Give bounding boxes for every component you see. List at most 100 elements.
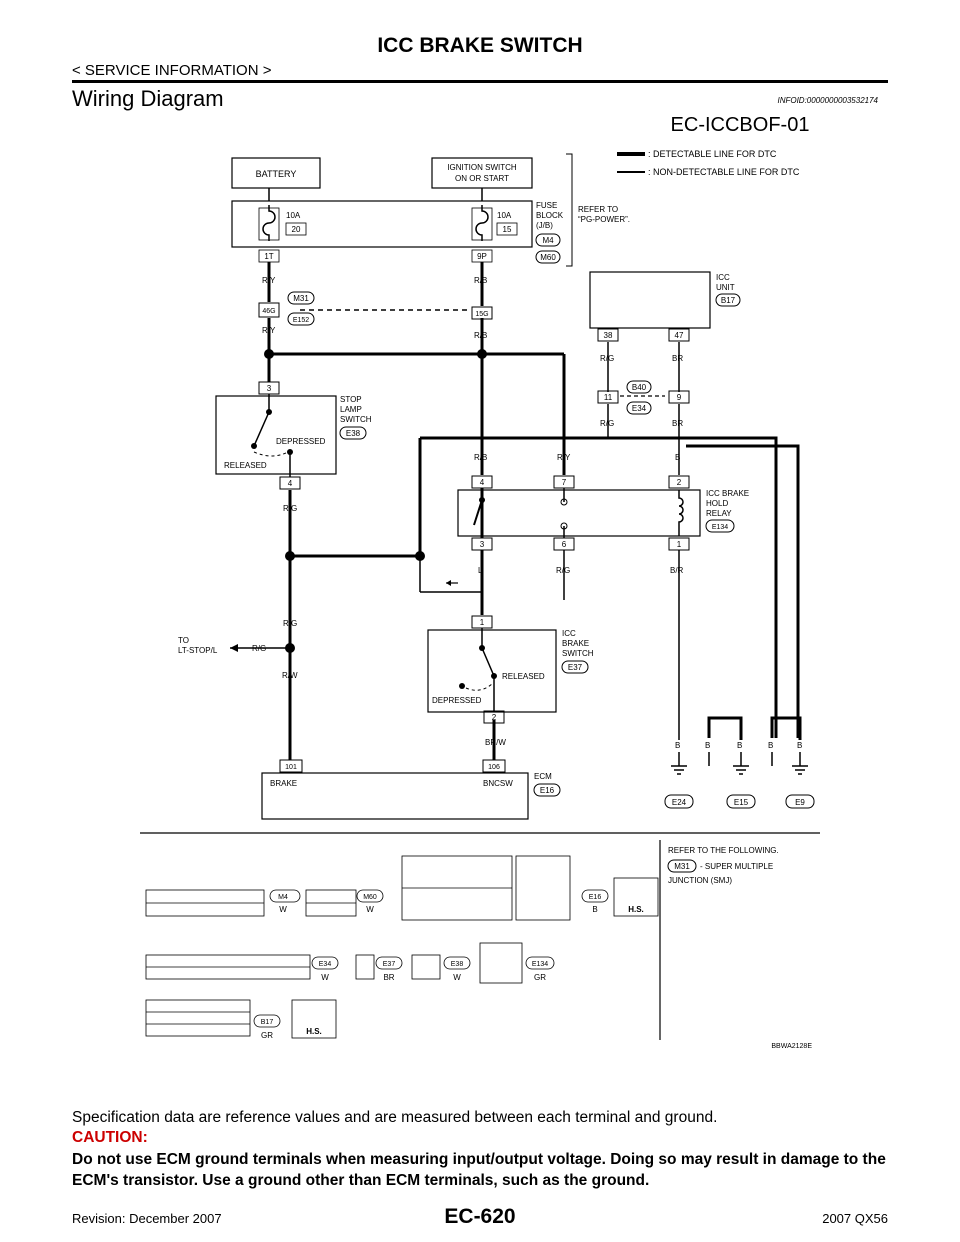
legend-non-detectable: : NON-DETECTABLE LINE FOR DTC — [648, 167, 800, 177]
fuse-1-number: 20 — [292, 225, 301, 234]
battery-label: BATTERY — [256, 169, 297, 179]
icc-unit-box — [589, 271, 711, 329]
wire-label-ry-2: R/Y — [262, 326, 276, 335]
fuse-conn-m60: M60 — [540, 253, 556, 262]
conn-e34: E34 — [319, 961, 332, 968]
icc-sw-label-2: BRAKE — [562, 639, 589, 648]
conn-e37: E37 — [383, 961, 396, 968]
gnd-wire-b-1: B — [675, 741, 680, 750]
caution-label: CAUTION: — [72, 1129, 148, 1146]
ground-e15: E15 — [734, 798, 749, 807]
stop-terminal-4: 4 — [288, 479, 293, 488]
stop-label-3: SWITCH — [340, 415, 372, 424]
wire-label-ry-1: R/Y — [262, 276, 276, 285]
fuse-1-terminal: 1T — [264, 252, 273, 261]
relay-coil-symbol — [678, 490, 684, 536]
conn-m60: M60 — [363, 894, 377, 901]
ignition-label-1: IGNITION SWITCH — [447, 163, 517, 172]
stop-terminal-3: 3 — [267, 384, 272, 393]
relay-label-2: HOLD — [706, 499, 728, 508]
smj-conn: M31 — [674, 862, 690, 871]
wire-label-brw: BR/W — [485, 738, 506, 747]
hs-label-1: H.S. — [628, 905, 644, 914]
relay-terminal-3: 3 — [480, 540, 485, 549]
icc-brake-switch-box — [427, 629, 557, 713]
wire-label-br: B/R — [670, 566, 684, 575]
ecm-terminal-106: 106 — [488, 764, 500, 771]
icc-unit-label-2: UNIT — [716, 283, 735, 292]
jc2-terminal-11: 11 — [604, 393, 613, 402]
relay-terminal-4: 4 — [480, 478, 485, 487]
breadcrumb: < SERVICE INFORMATION > — [72, 62, 272, 79]
icc-sw-terminal-1: 1 — [480, 618, 485, 627]
stop-released: RELEASED — [224, 461, 267, 470]
revision: Revision: December 2007 — [72, 1211, 222, 1226]
hs-label-2: H.S. — [306, 1027, 322, 1036]
fuse-2-terminal: 9P — [477, 252, 487, 261]
stop-lamp-switch-box — [215, 395, 337, 475]
conn-e37-color: BR — [383, 973, 394, 982]
relay-terminal-6: 6 — [562, 540, 567, 549]
ecm-terminal-101: 101 — [285, 764, 297, 771]
conn-e34-color: W — [321, 973, 329, 982]
icc-sw-depressed: DEPRESSED — [432, 696, 482, 705]
gnd-wire-b-5: B — [797, 741, 802, 750]
ecm-conn: E16 — [540, 786, 555, 795]
icc-unit-label-1: ICC — [716, 273, 730, 282]
smj-label-1: - SUPER MULTIPLE — [700, 862, 773, 871]
to-label-1: TO — [178, 636, 189, 645]
diagram-image-id: BBWA2128E — [771, 1043, 812, 1050]
relay-label-3: RELAY — [706, 509, 732, 518]
relay-box — [457, 489, 701, 537]
icc-unit-conn: B17 — [721, 296, 736, 305]
to-label-2: LT-STOP/L — [178, 646, 218, 655]
gnd-wire-b-3: B — [737, 741, 742, 750]
wire-label-ry-3: R/Y — [557, 453, 571, 462]
fuse-block-box — [231, 200, 533, 248]
wire-label-l: L — [478, 566, 483, 575]
stop-conn: E38 — [346, 429, 361, 438]
fuse-conn-m4: M4 — [542, 236, 554, 245]
wire-label-rw: R/W — [282, 671, 298, 680]
gnd-wire-b-4: B — [768, 741, 773, 750]
wire-label-rg-5: R/G — [283, 619, 297, 628]
model-year: 2007 QX56 — [822, 1211, 888, 1226]
conn-e38-color: W — [453, 973, 461, 982]
jc-terminal-15g: 15G — [475, 311, 488, 318]
conn-e134: E134 — [532, 961, 548, 968]
wire-label-rg-2: R/G — [600, 419, 614, 428]
icc-sw-terminal-2: 2 — [492, 713, 497, 722]
ignition-label-2: ON OR START — [455, 174, 509, 183]
relay-conn: E134 — [712, 524, 728, 531]
fuse-2-amp: 10A — [497, 211, 512, 220]
wiring-diagram: EC-ICCBOF-01 : DETECTABLE LINE FOR DTC :… — [140, 114, 820, 1050]
icc-sw-label-3: SWITCH — [562, 649, 594, 658]
gnd-wire-b-2: B — [705, 741, 710, 750]
relay-terminal-1: 1 — [677, 540, 682, 549]
icc-sw-label-1: ICC — [562, 629, 576, 638]
fuse-2-symbol — [475, 205, 489, 241]
legend-detectable: : DETECTABLE LINE FOR DTC — [648, 149, 777, 159]
wire-label-rg-4: R/G — [556, 566, 570, 575]
conn-e16: E16 — [589, 894, 602, 901]
fuse-2-number: 15 — [503, 225, 512, 234]
smj-label-2: JUNCTION (SMJ) — [668, 876, 732, 885]
wire-label-rg-6: R/G — [252, 644, 266, 653]
ground-e9: E9 — [795, 798, 805, 807]
ecm-brake: BRAKE — [270, 779, 297, 788]
wire-label-rb-3: R/B — [474, 453, 487, 462]
page-title: ICC BRAKE SWITCH — [377, 34, 583, 57]
conn-m4: M4 — [278, 894, 288, 901]
diagram-code: EC-ICCBOF-01 — [671, 114, 810, 136]
wire-label-br-2: BR — [672, 419, 683, 428]
wire-label-rg-3: R/G — [283, 504, 297, 513]
jc2-conn-b40: B40 — [632, 383, 647, 392]
legend-thick-line — [617, 152, 645, 156]
conn-m60-color: W — [366, 905, 374, 914]
refer-following: REFER TO THE FOLLOWING. — [668, 846, 779, 855]
stop-depressed: DEPRESSED — [276, 437, 326, 446]
wire-label-rb-1: R/B — [474, 276, 487, 285]
jc-conn-m31: M31 — [293, 294, 309, 303]
ecm-bncsw: BNCSW — [483, 779, 513, 788]
fuse-block-label-3: (J/B) — [536, 221, 553, 230]
